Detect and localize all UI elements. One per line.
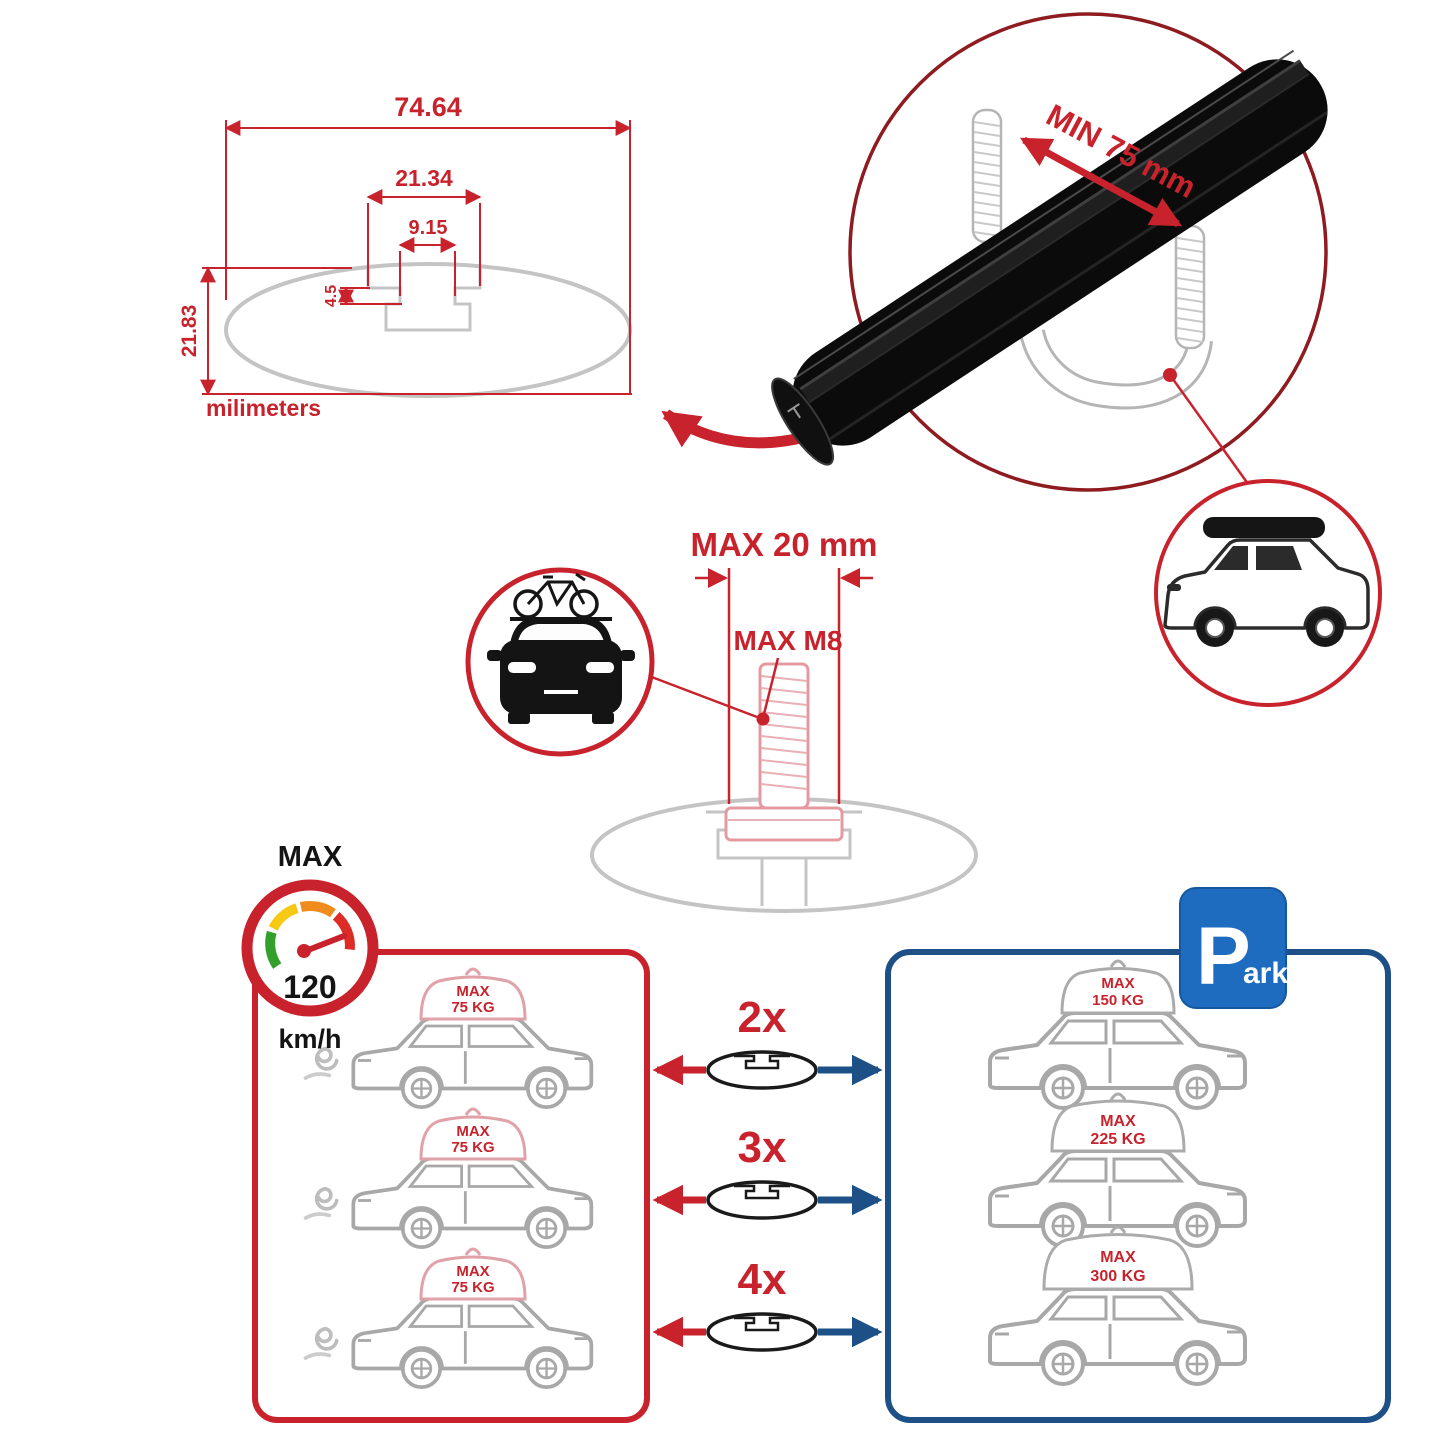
roof-load-1 bbox=[1060, 967, 1176, 1015]
load-label: MAX bbox=[456, 1123, 489, 1140]
load-value: 75 KG bbox=[451, 1279, 494, 1296]
needle-pivot bbox=[297, 944, 311, 958]
roof-load-2 bbox=[1050, 1099, 1186, 1153]
clamp-detail: MIN 75 mm bbox=[771, 12, 1328, 496]
roof-load-1 bbox=[419, 975, 527, 1021]
load-label: MAX bbox=[1100, 1113, 1136, 1130]
callout-line bbox=[648, 674, 758, 719]
qty-label-2: 3x bbox=[738, 1123, 787, 1172]
roof-load-3 bbox=[1042, 1233, 1194, 1291]
u-bolt-icon bbox=[971, 108, 1213, 410]
load-value: 75 KG bbox=[451, 999, 494, 1016]
load-handle bbox=[464, 1247, 482, 1256]
parking-sign-suffix: ark bbox=[1243, 957, 1288, 990]
parking-sign-board bbox=[1179, 887, 1287, 1009]
bar-end-icon-2 bbox=[706, 1180, 818, 1220]
speed-value: 120 bbox=[283, 969, 336, 1005]
load-label: MAX bbox=[1100, 1249, 1136, 1266]
dim-height: 21.83 bbox=[178, 305, 201, 358]
callout-line bbox=[762, 657, 780, 715]
callout-line bbox=[1168, 374, 1258, 496]
speed-limit-gauge: MAX 120 km/h bbox=[241, 841, 379, 1054]
load-handle bbox=[1109, 1225, 1127, 1234]
load-handle bbox=[1109, 1092, 1127, 1101]
roofbox-suv-badge bbox=[1154, 479, 1382, 707]
bar-end-icon-3 bbox=[706, 1312, 818, 1352]
parking-sign: P ark bbox=[1179, 887, 1288, 1009]
parking-panel: MAX 150 KG MAX 225 KG MAX 300 KG P ark bbox=[885, 887, 1391, 1423]
bike-car-badge bbox=[465, 567, 758, 757]
speed-unit: km/h bbox=[278, 1024, 341, 1054]
load-label: MAX bbox=[456, 1263, 489, 1280]
load-handle bbox=[464, 1107, 482, 1116]
callout-dot bbox=[756, 712, 770, 726]
suv-roofbox-icon bbox=[1163, 517, 1370, 647]
qty-label-3: 4x bbox=[738, 1255, 787, 1304]
options-column: 2x 3x 4x bbox=[652, 993, 883, 1352]
bike-on-car-icon bbox=[487, 572, 635, 724]
dim-slot-width: 9.15 bbox=[409, 217, 448, 239]
dim-total-width: 74.64 bbox=[394, 92, 462, 122]
unit-label: milimeters bbox=[206, 395, 321, 421]
t-slot-profile bbox=[366, 264, 482, 332]
roof-load-2 bbox=[419, 1115, 527, 1161]
speed-max-label: MAX bbox=[278, 841, 343, 873]
load-handle bbox=[464, 967, 482, 976]
gauge-arc bbox=[265, 900, 355, 969]
slot-channel bbox=[760, 858, 808, 906]
load-value: 75 KG bbox=[451, 1139, 494, 1156]
dim-slot-depth: 4.5 bbox=[323, 285, 340, 307]
bolt-detail: MAX 20 mm MAX M8 bbox=[590, 526, 978, 913]
cross-section-diagram: 74.64 21.34 9.15 4.5 21.83 milimeters bbox=[178, 92, 890, 449]
bar-end-icon-1 bbox=[706, 1050, 818, 1090]
bolt-max-thread-label: MAX M8 bbox=[734, 625, 843, 656]
qty-label-1: 2x bbox=[738, 993, 787, 1042]
driving-panel: MAX 75 KG MAX 75 KG MAX 75 KG bbox=[252, 949, 650, 1423]
bolt-max-length-label: MAX 20 mm bbox=[690, 526, 877, 563]
load-value: 300 KG bbox=[1090, 1268, 1145, 1285]
dim-channel-width: 21.34 bbox=[395, 165, 453, 191]
load-label: MAX bbox=[456, 983, 489, 1000]
load-value: 150 KG bbox=[1092, 992, 1144, 1009]
parking-sign-letter: P bbox=[1196, 911, 1251, 1002]
load-value: 225 KG bbox=[1090, 1131, 1145, 1148]
t-bolt-icon bbox=[724, 662, 844, 842]
roof-load-3 bbox=[419, 1255, 527, 1301]
load-label: MAX bbox=[1101, 975, 1134, 992]
load-handle bbox=[1109, 959, 1127, 968]
min-grip-arrow bbox=[1019, 136, 1183, 228]
